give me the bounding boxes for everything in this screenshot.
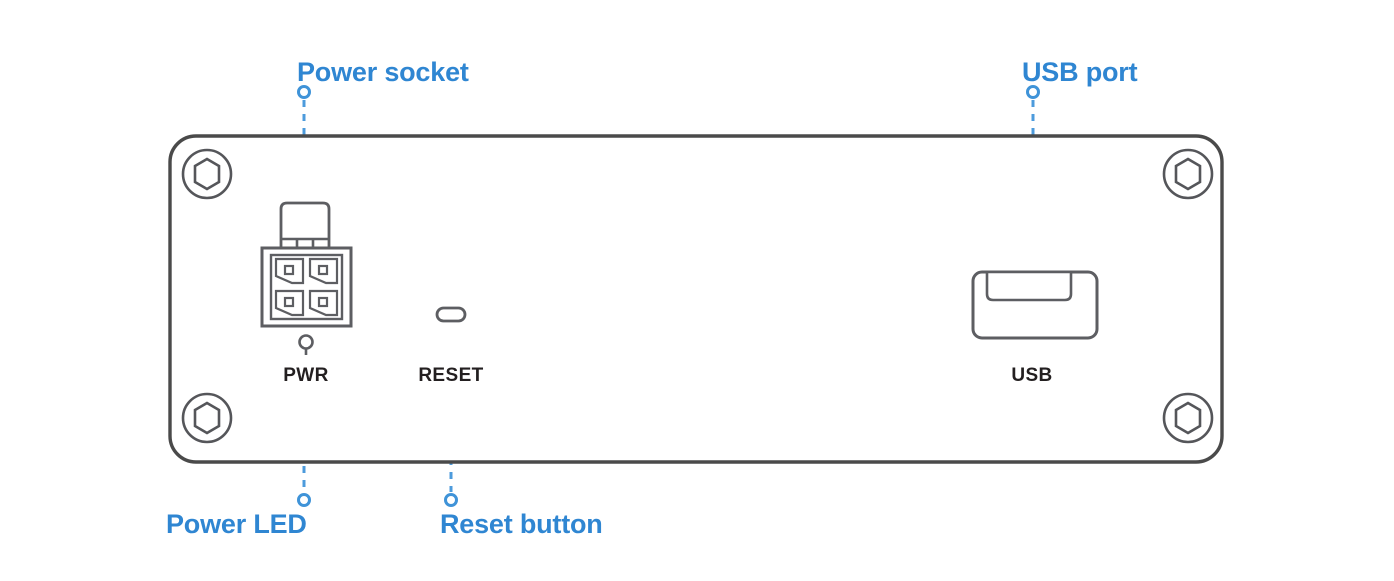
leader-marker-power-led <box>297 493 311 507</box>
usb-port[interactable] <box>971 270 1099 340</box>
callout-label-usb-port[interactable]: USB port <box>1022 57 1138 87</box>
silkscreen-label-pwr: PWR <box>283 365 329 386</box>
callout-label-power-socket[interactable]: Power socket <box>297 57 469 87</box>
power-led-indicator[interactable] <box>298 334 314 356</box>
screw-ring <box>1162 392 1214 444</box>
silkscreen-label-usb: USB <box>1011 365 1052 386</box>
pin-contact-1 <box>283 264 295 276</box>
leader-marker-usb-port <box>1026 85 1040 99</box>
leader-marker-power-socket <box>297 85 311 99</box>
hex-socket-icon <box>1174 401 1202 435</box>
leader-markers <box>297 85 1040 507</box>
callout-label-power-led[interactable]: Power LED <box>166 509 307 539</box>
screw-top-left <box>181 148 233 200</box>
screw-ring <box>181 148 233 200</box>
hex-socket-icon <box>193 157 221 191</box>
pin-contact-3 <box>283 296 295 308</box>
power-socket-latch <box>279 201 331 250</box>
hex-socket-icon <box>1174 157 1202 191</box>
screw-ring <box>1162 148 1214 200</box>
pin-contact-4 <box>317 296 329 308</box>
screw-ring <box>181 392 233 444</box>
silkscreen-labels: PWR RESET USB <box>283 365 1052 386</box>
leader-marker-reset-button <box>444 493 458 507</box>
usb-port-tongue <box>985 270 1073 302</box>
screw-bottom-right <box>1162 392 1214 444</box>
reset-button[interactable] <box>435 306 467 323</box>
callout-label-reset-button[interactable]: Reset button <box>440 509 603 539</box>
panel-screws <box>181 148 1214 444</box>
device-panel-outline <box>168 134 1224 464</box>
hex-socket-icon <box>193 401 221 435</box>
power-socket-connector[interactable] <box>260 201 353 328</box>
power-socket-pins <box>274 257 339 317</box>
power-led-circle <box>298 334 314 350</box>
reset-button-pill <box>435 306 467 323</box>
callout-labels: Power socket USB port Power LED Reset bu… <box>166 57 1138 539</box>
screw-top-right <box>1162 148 1214 200</box>
silkscreen-label-reset: RESET <box>418 365 483 386</box>
screw-bottom-left <box>181 392 233 444</box>
pin-contact-2 <box>317 264 329 276</box>
